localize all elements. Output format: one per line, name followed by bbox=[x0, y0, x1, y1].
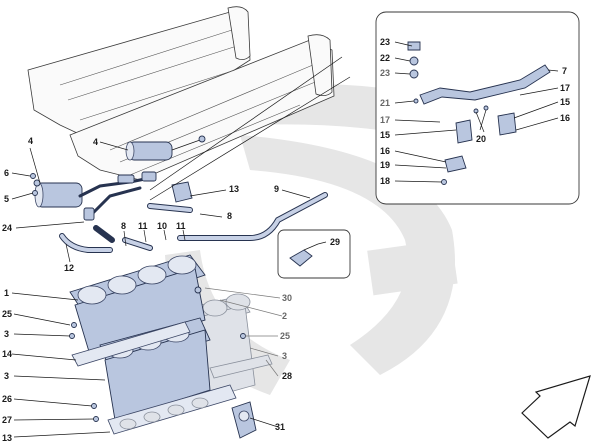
air-tube bbox=[122, 192, 328, 251]
breather-hose bbox=[59, 225, 115, 253]
callout-13: 13 bbox=[229, 184, 239, 194]
callout-23: 23 bbox=[380, 68, 390, 78]
callout-15: 15 bbox=[380, 130, 390, 140]
callout-4: 4 bbox=[93, 137, 98, 147]
callout-16: 16 bbox=[380, 146, 390, 156]
air-flow-sensor-lower bbox=[33, 179, 83, 208]
callout-25: 25 bbox=[2, 309, 12, 319]
callout-11: 11 bbox=[176, 221, 186, 231]
callout-23: 23 bbox=[380, 37, 390, 47]
callout-3: 3 bbox=[282, 351, 287, 361]
callout-19: 19 bbox=[380, 160, 390, 170]
gasket-27 bbox=[107, 384, 237, 435]
callout-7: 7 bbox=[562, 66, 567, 76]
gasket-28 bbox=[209, 354, 273, 379]
callout-16: 16 bbox=[560, 113, 570, 123]
callout-labels: 4 4 6 5 24 12 8 11 10 11 13 8 9 29 30 2 … bbox=[2, 37, 570, 443]
actuator-31 bbox=[231, 401, 257, 439]
callout-22: 22 bbox=[380, 53, 390, 63]
callout-18: 18 bbox=[380, 176, 390, 186]
gasket-14 bbox=[71, 321, 191, 367]
callout-27: 27 bbox=[2, 415, 12, 425]
intake-manifold-front bbox=[69, 254, 206, 356]
air-flow-sensor-upper bbox=[125, 135, 206, 161]
callout-31: 31 bbox=[275, 422, 285, 432]
callout-15: 15 bbox=[560, 97, 570, 107]
callout-28: 28 bbox=[282, 371, 292, 381]
callout-26: 26 bbox=[2, 394, 12, 404]
callout-4: 4 bbox=[28, 136, 33, 146]
callout-3: 3 bbox=[4, 371, 9, 381]
callout-25: 25 bbox=[280, 331, 290, 341]
inset-detail-top-right bbox=[375, 11, 580, 205]
arrow-down-left-icon bbox=[521, 375, 591, 439]
callout-6: 6 bbox=[4, 168, 9, 178]
callout-8: 8 bbox=[121, 221, 126, 231]
callout-5: 5 bbox=[4, 194, 9, 204]
bracket-13 bbox=[171, 181, 193, 203]
callout-3: 3 bbox=[4, 329, 9, 339]
screws bbox=[30, 173, 246, 422]
callout-2: 2 bbox=[282, 311, 287, 321]
inset-detail-29 bbox=[277, 229, 351, 279]
callout-17: 17 bbox=[380, 115, 390, 125]
callout-14: 14 bbox=[2, 349, 12, 359]
callout-8: 8 bbox=[227, 211, 232, 221]
callout-17: 17 bbox=[560, 83, 570, 93]
callout-13: 13 bbox=[2, 433, 12, 443]
callout-21: 21 bbox=[380, 98, 390, 108]
callout-10: 10 bbox=[157, 221, 167, 231]
callout-9: 9 bbox=[274, 184, 279, 194]
wiring-harness bbox=[78, 171, 157, 221]
callout-20: 20 bbox=[476, 134, 486, 144]
callout-11: 11 bbox=[138, 221, 148, 231]
callout-29: 29 bbox=[330, 237, 340, 247]
leader-lines bbox=[11, 41, 559, 438]
callout-12: 12 bbox=[64, 263, 74, 273]
callout-24: 24 bbox=[2, 223, 12, 233]
callout-1: 1 bbox=[4, 288, 9, 298]
callout-30: 30 bbox=[282, 293, 292, 303]
